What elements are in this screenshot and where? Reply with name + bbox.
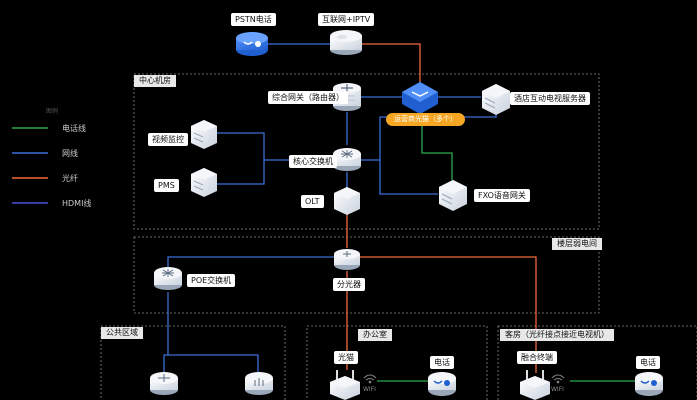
lan-core-fxo [379,160,438,195]
office-wifi-icon [363,374,377,384]
zone-center-box [133,73,600,230]
zone-floor-box [133,236,600,314]
internet-cloud-icon[interactable] [330,30,362,55]
zone-floor-label: 楼层弱电间 [552,238,602,250]
tv-server-icon[interactable] [482,84,510,115]
fxo-label: FXO语音网关 [474,189,530,202]
office-phone-icon[interactable] [428,372,456,396]
splitter-label: 分光器 [333,278,365,291]
legend-phone-label: 电话线 [62,124,86,133]
pms-server-icon[interactable] [191,168,217,197]
public-device-1-icon[interactable] [150,372,178,395]
office-phone-label: 电话 [430,356,454,369]
operator-modem-icon[interactable] [402,82,438,114]
office-wifi-label: WIFI [363,386,376,393]
guest-wifi-label: WIFI [551,386,564,393]
guest-terminal-label: 融合终端 [517,351,557,364]
legend-title: 图例 [46,108,59,115]
legend-lan-label: 网线 [62,149,78,158]
core-switch-icon[interactable] [333,148,361,171]
gateway-label: 综合网关（路由器） [268,91,348,104]
legend-fiber-label: 光纤 [62,174,78,183]
tv-server-label: 酒店互动电视服务器 [510,92,590,105]
guest-phone-icon[interactable] [635,372,663,396]
poe-switch-label: POE交换机 [187,274,236,287]
poe-switch-icon[interactable] [154,267,182,290]
guest-wifi-icon [551,374,565,384]
zone-guest-label: 客房（光纤接点接近电视机） [500,329,614,341]
pms-label: PMS [154,179,179,192]
zone-guest-box [497,325,697,400]
guest-phone-label: 电话 [636,356,660,369]
public-device-2-icon[interactable] [245,372,273,395]
zone-center-label: 中心机房 [134,75,176,87]
fiber-internet-operator [361,43,421,84]
office-modem-label: 光猫 [334,351,358,364]
olt-label: OLT [301,195,324,208]
phone-operator-fxo [421,112,453,180]
core-switch-label: 核心交换机 [289,155,337,168]
legend-lines [12,127,48,204]
video-server-icon[interactable] [191,120,217,149]
operator-modem-label: 运营商光猫（多个） [386,113,465,126]
pstn-label: PSTN电话 [231,13,276,26]
zone-boxes [100,73,697,400]
guest-terminal-icon[interactable] [520,370,550,400]
zone-public-box [100,325,286,400]
zone-office-box [306,325,488,400]
legend-hdmi-label: HDMI线 [62,199,92,208]
splitter-icon[interactable] [334,249,360,270]
lan-poe-public2 [163,354,168,373]
zone-office-label: 办公室 [358,329,392,341]
office-modem-icon[interactable] [330,370,360,400]
lan-pms-core [216,160,265,185]
lan-core-right [361,112,497,161]
internet-label: 互联网+IPTV [318,13,375,26]
fxo-gateway-icon[interactable] [439,180,467,211]
olt-icon[interactable] [334,187,360,215]
video-label: 视频监控 [148,133,188,146]
pstn-phone-icon[interactable] [236,32,268,56]
lan-poe-public [167,292,259,373]
lan-splitter-poe [167,256,336,267]
zone-public-label: 公共区域 [101,327,143,339]
